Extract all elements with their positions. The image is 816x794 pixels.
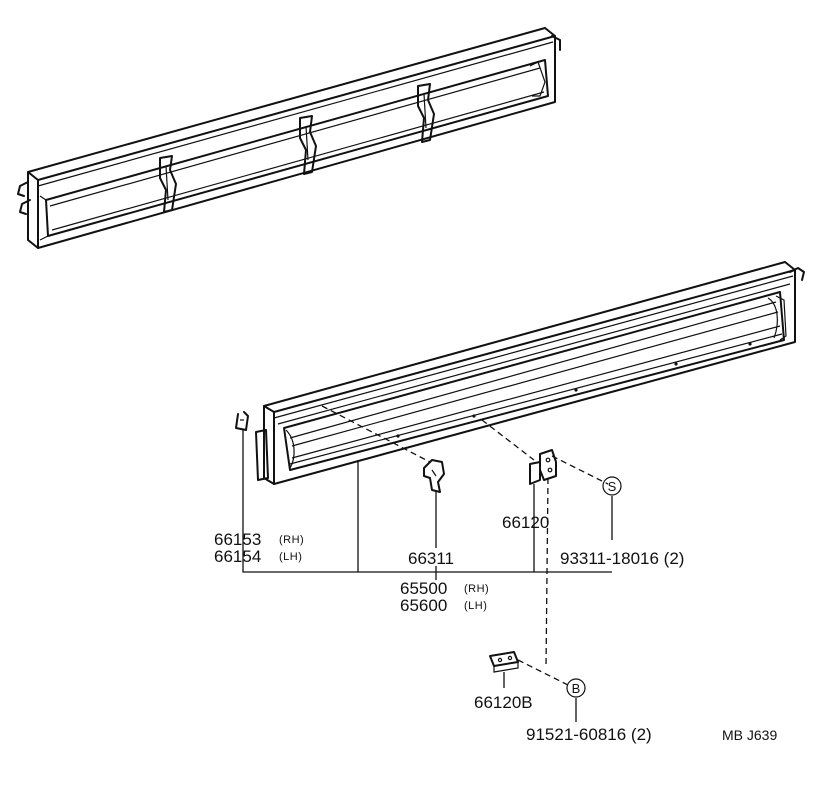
bracket-part-number: 66120: [502, 513, 550, 532]
panel-lh-side: (LH): [464, 600, 488, 612]
leader-lines: [242, 430, 613, 722]
panel-rh-side: (RH): [464, 583, 490, 595]
hinge-lh-part-number: 66154: [214, 547, 262, 566]
bolt-marker-letter: B: [572, 681, 581, 696]
upper-tailgate-drawing: [17, 27, 561, 249]
assembly-dashed-lines: [321, 405, 609, 687]
hook-clip-66311-drawing: [423, 459, 445, 493]
bracket-66120-drawing: [529, 449, 557, 485]
plate-part-number: 66120B: [474, 693, 533, 712]
panel-rh-part-number: 65500: [400, 579, 448, 598]
bolt-part-number: 91521-60816 (2): [526, 725, 652, 744]
panel-lh-part-number: 65600: [400, 596, 448, 615]
screw-part-number: 93311-18016 (2): [560, 549, 685, 568]
diagram-reference-code: MB J639: [722, 727, 778, 743]
screw-marker-letter: S: [608, 479, 617, 494]
hinge-lh-side: (LH): [279, 551, 303, 563]
hinge-rh-side: (RH): [279, 534, 305, 546]
hook-part-number: 66311: [408, 549, 455, 568]
plate-66120B-drawing: [489, 651, 519, 673]
lower-tailgate-drawing: [235, 261, 805, 485]
hinge-rh-part-number: 66153: [214, 530, 262, 549]
screw-marker: S: [602, 476, 622, 496]
bolt-marker: B: [566, 678, 586, 698]
